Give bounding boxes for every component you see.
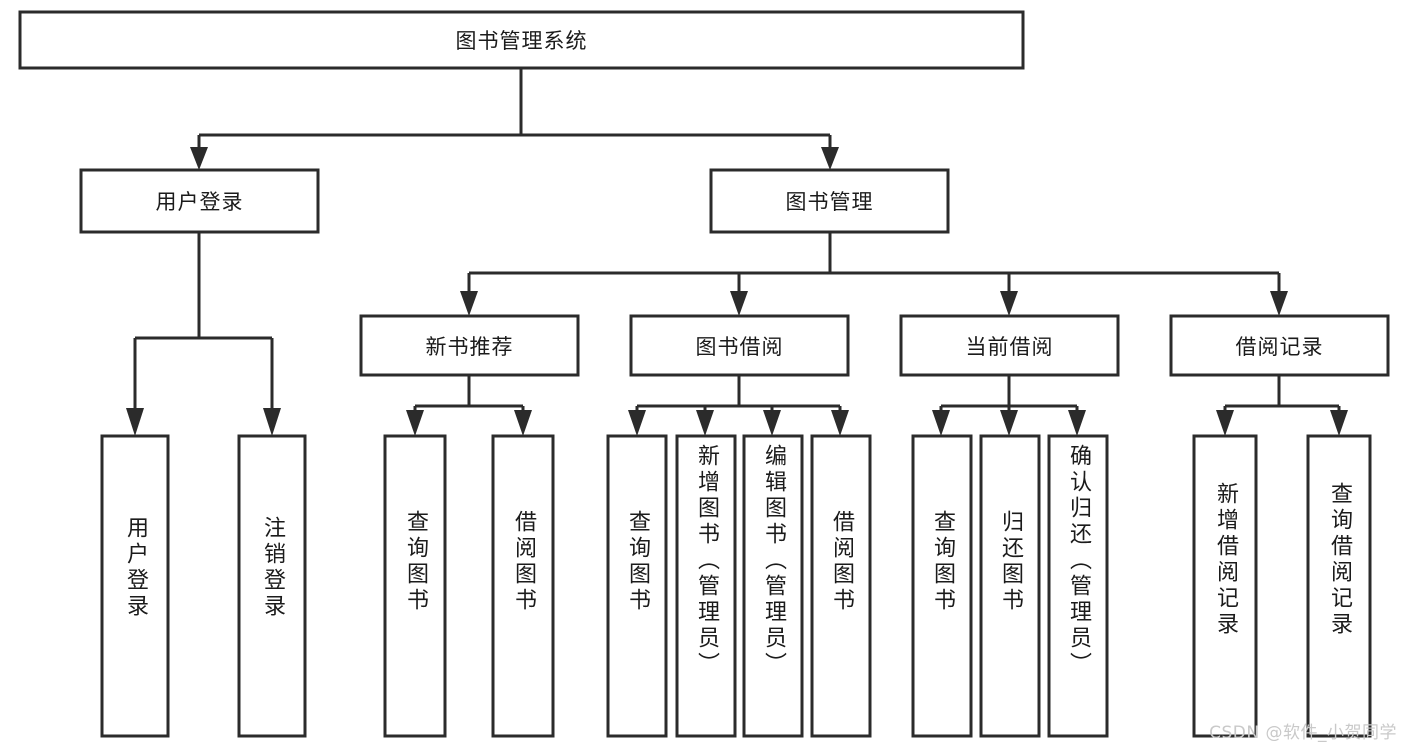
arrow-head-user-login-leaf-1 [126,408,144,436]
node-box-leaf-borrow-record-1[interactable] [1192,434,1258,738]
node-box-leaf-new-book-1[interactable] [383,434,447,738]
arrow-head-root-to-book-mgmt [821,147,839,170]
node-box-leaf-user-login-1[interactable] [100,434,170,738]
node-box-leaf-borrow-record-2[interactable] [1306,434,1372,738]
arrow-head-book-borrow-leaf-2 [696,410,714,436]
node-box-root[interactable] [18,10,1025,70]
arrow-head-book-borrow-leaf-1 [628,410,646,436]
node-box-leaf-current-borrow-3[interactable] [1047,434,1109,738]
node-box-leaf-current-borrow-1[interactable] [911,434,973,738]
node-box-leaf-book-borrow-1[interactable] [606,434,668,738]
arrow-head-to-book-borrow [730,291,748,316]
arrow-head-borrow-record-leaf-2 [1330,410,1348,436]
arrow-head-book-borrow-leaf-3 [763,410,781,436]
arrow-head-current-borrow-leaf-1 [932,410,950,436]
arrow-head-to-new-book [460,291,478,316]
node-box-current-borrow[interactable] [899,314,1120,377]
arrow-head-borrow-record-leaf-1 [1216,410,1234,436]
connector-group [126,68,1348,436]
node-box-book-management[interactable] [709,168,950,234]
node-box-leaf-book-borrow-2[interactable] [675,434,737,738]
node-box-leaf-current-borrow-2[interactable] [979,434,1041,738]
node-box-new-book-recommend[interactable] [359,314,580,377]
arrow-head-to-borrow-record [1270,291,1288,316]
node-box-group [18,10,1390,738]
arrow-head-user-login-leaf-2 [263,408,281,436]
node-box-leaf-user-login-2[interactable] [237,434,307,738]
arrow-head-book-borrow-leaf-4 [831,410,849,436]
node-box-user-login[interactable] [79,168,320,234]
arrow-head-root-to-user-login [190,147,208,170]
node-box-leaf-book-borrow-4[interactable] [810,434,872,738]
arrow-head-to-current-borrow [1000,291,1018,316]
arrow-head-new-book-leaf-2 [514,410,532,436]
node-box-leaf-new-book-2[interactable] [491,434,555,738]
arrow-head-new-book-leaf-1 [406,410,424,436]
node-box-borrow-record[interactable] [1169,314,1390,377]
node-box-leaf-book-borrow-3[interactable] [742,434,804,738]
csdn-watermark: CSDN @软件_小贺同学 [1209,723,1397,743]
arrow-head-current-borrow-leaf-2 [1000,410,1018,436]
node-box-book-borrow[interactable] [629,314,850,377]
arrow-head-current-borrow-leaf-3 [1068,410,1086,436]
